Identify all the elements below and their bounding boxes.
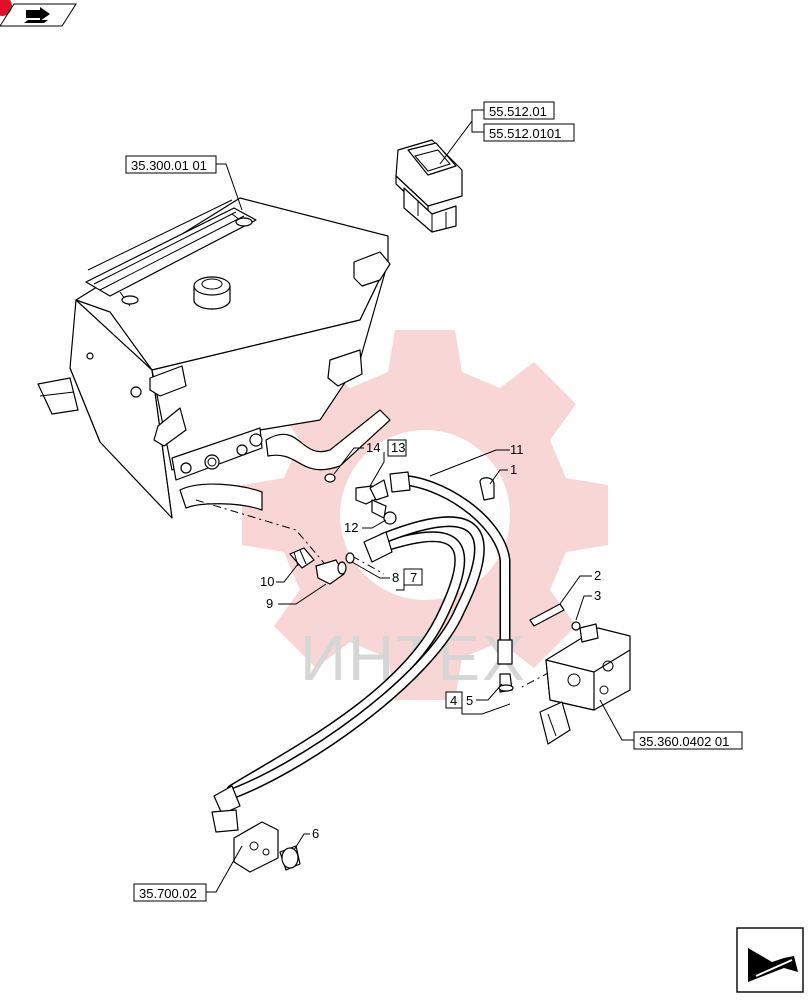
ref-box-35-700-02[interactable]: 35.700.02	[133, 883, 207, 902]
callout-13: 13	[391, 440, 405, 455]
valve-block	[529, 603, 631, 745]
hydraulic-tank	[37, 197, 391, 519]
callout-7: 7	[410, 570, 417, 585]
ref-label: 55.512.0101	[489, 126, 561, 141]
hose-long	[211, 516, 485, 833]
ref-label: 35.700.02	[139, 886, 197, 901]
next-page-arrow-icon[interactable]	[736, 927, 804, 993]
callout-11: 11	[510, 442, 524, 457]
ref-label: 35.360.0402 01	[639, 734, 729, 749]
ref-label: 35.300.01 01	[131, 158, 207, 173]
ref-box-35-360-0402-01[interactable]: 35.360.0402 01	[633, 731, 743, 750]
callout-5: 5	[466, 693, 473, 708]
hose-11	[389, 471, 514, 693]
callout-14: 14	[366, 440, 380, 455]
return-arrow-icon[interactable]	[0, 0, 77, 27]
callout-12: 12	[344, 520, 358, 535]
ref-box-55-512-01[interactable]: 55.512.01	[483, 101, 555, 120]
ref-label: 55.512.01	[489, 104, 547, 119]
callout-4: 4	[450, 693, 457, 708]
callout-6: 6	[312, 826, 319, 841]
watermark-gear-icon	[242, 330, 608, 700]
callout-1: 1	[510, 462, 517, 477]
rocker-switch	[395, 139, 463, 233]
callout-10: 10	[260, 574, 274, 589]
callout-3: 3	[594, 588, 601, 603]
callout-2: 2	[594, 568, 601, 583]
callout-8: 8	[392, 570, 399, 585]
mounting-bracket	[233, 821, 301, 873]
ref-box-35-300-01-01[interactable]: 35.300.01 01	[125, 155, 217, 174]
fitting-group-left	[289, 473, 397, 585]
callout-9: 9	[266, 596, 273, 611]
ref-box-55-512-0101[interactable]: 55.512.0101	[483, 123, 575, 142]
